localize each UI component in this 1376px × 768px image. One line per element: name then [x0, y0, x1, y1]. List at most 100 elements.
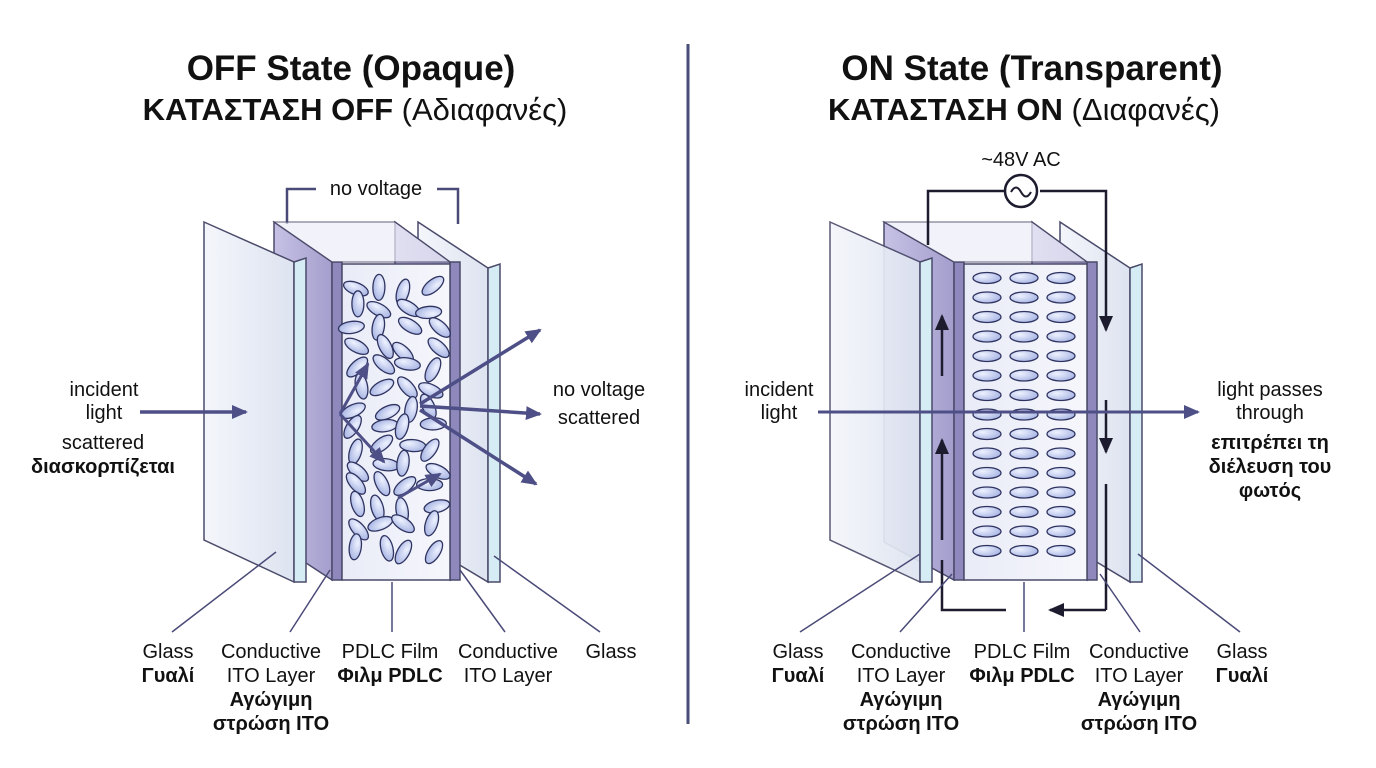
on-leader-ito-right — [1099, 573, 1141, 633]
off-label-glass-left-gr: Γυαλί — [142, 665, 195, 687]
off-exit-arrow-mid — [419, 404, 542, 421]
lc-droplet — [428, 317, 451, 338]
off-subtitle: ΚΑΤΑΣΤΑΣΗ OFF (Αδιαφανές) — [143, 92, 568, 127]
off-exit-arrow-up — [419, 328, 542, 406]
lc-droplet-aligned — [972, 330, 1002, 343]
lc-droplet-aligned — [1046, 505, 1076, 519]
lc-droplet — [393, 356, 421, 371]
ac-wave-icon — [1010, 186, 1032, 198]
on-right-gr2: διέλευση του — [1209, 456, 1332, 478]
on-state-panel: ON State (Transparent) ΚΑΤΑΣΤΑΣΗ ON (Δια… — [745, 49, 1332, 735]
off-label-ito-left-2: ITO Layer — [227, 665, 316, 687]
lc-droplet — [344, 337, 370, 356]
lc-droplet-aligned — [972, 291, 1002, 304]
on-label-ito-right-1: Conductive — [1089, 641, 1189, 663]
lc-droplet-aligned — [1046, 369, 1076, 382]
on-right-line2: through — [1236, 402, 1304, 424]
on-label-film-gr: Φιλμ PDLC — [969, 665, 1074, 687]
on-label-glass-right: Glass — [1216, 641, 1267, 663]
on-leader-ito-left — [899, 573, 953, 633]
lc-droplet-aligned — [972, 525, 1002, 538]
off-leader-glass-left — [171, 551, 277, 633]
off-label-ito-right-2: ITO Layer — [464, 665, 553, 687]
lc-droplet-aligned — [1009, 486, 1039, 499]
lc-droplet-aligned — [1009, 291, 1039, 304]
lc-droplet-aligned — [1009, 388, 1039, 402]
lc-droplet — [423, 510, 440, 537]
off-leader-ito-right — [459, 569, 506, 633]
on-label-glass-left: Glass — [772, 641, 823, 663]
lc-droplet-aligned — [972, 505, 1002, 519]
off-subtitle-bold: ΚΑΤΑΣΤΑΣΗ OFF — [143, 92, 393, 127]
off-ito-right-edge — [449, 261, 461, 581]
lc-droplet-aligned — [1046, 388, 1076, 402]
lc-droplet — [394, 539, 413, 565]
on-label-ito-right-2: ITO Layer — [1095, 665, 1184, 687]
lc-droplet-aligned — [1009, 447, 1039, 460]
lc-droplet-aligned — [1009, 310, 1039, 324]
lc-droplet-aligned — [1046, 466, 1076, 480]
lc-droplet-aligned — [972, 466, 1002, 480]
on-title: ON State (Transparent) — [841, 49, 1222, 88]
lc-droplet-aligned — [972, 369, 1002, 382]
off-state-panel: OFF State (Opaque) ΚΑΤΑΣΤΑΣΗ OFF (Αδιαφα… — [31, 49, 645, 735]
on-subtitle-bold: ΚΑΤΑΣΤΑΣΗ ON — [828, 92, 1063, 127]
lc-droplet — [423, 499, 451, 514]
lc-droplet-aligned — [1046, 447, 1076, 460]
off-leader-ito-left — [289, 569, 331, 633]
off-scattered-line1: scattered — [62, 432, 144, 454]
lc-droplet — [427, 337, 450, 359]
on-right-gr1: επιτρέπει τη — [1211, 432, 1329, 454]
lc-droplet — [396, 449, 410, 477]
on-label-film: PDLC Film — [974, 641, 1071, 663]
lc-droplet-aligned — [1046, 349, 1076, 363]
lc-droplet-aligned — [1009, 349, 1039, 363]
lc-droplet-aligned — [1009, 544, 1039, 558]
on-subtitle-rest: (Διαφανές) — [1063, 92, 1220, 127]
off-scatter-arrow-3 — [397, 472, 442, 500]
off-scatter-arrow-2 — [338, 412, 386, 464]
lc-droplet-aligned — [972, 544, 1002, 558]
lc-droplet-aligned — [972, 271, 1002, 285]
lc-droplet-aligned — [1009, 330, 1039, 343]
lc-droplet — [424, 357, 442, 383]
on-leader-glass-right — [1137, 553, 1241, 633]
lc-droplet — [396, 376, 418, 399]
lc-droplet — [348, 533, 363, 561]
on-circuit-wire-right — [1040, 189, 1113, 332]
lc-droplet-aligned — [1009, 369, 1039, 382]
lc-droplet — [366, 300, 392, 319]
on-current-bottom-left — [940, 560, 1006, 612]
on-incident-line2: light — [761, 402, 798, 424]
lc-droplet — [369, 378, 395, 397]
lc-droplet-aligned — [1009, 466, 1039, 480]
on-label-glass-left-gr: Γυαλί — [772, 665, 825, 687]
off-right-line2: scattered — [558, 407, 640, 429]
lc-droplet — [337, 320, 365, 335]
off-label-ito-left-gr1: Αγώγιμη — [230, 689, 313, 711]
on-label-ito-left-2: ITO Layer — [857, 665, 946, 687]
off-label-ito-left-gr2: στρώση ITO — [213, 713, 329, 735]
lc-droplet-aligned — [1009, 505, 1039, 519]
lc-droplet-aligned — [972, 486, 1002, 499]
lc-droplet-aligned — [972, 349, 1002, 363]
lc-droplet-aligned — [1046, 486, 1076, 499]
on-label-ito-right-gr1: Αγώγιμη — [1098, 689, 1181, 711]
off-glass-left-edge — [293, 256, 307, 583]
off-glass-left — [203, 220, 295, 584]
lc-droplet — [379, 534, 395, 562]
lc-droplet — [394, 413, 410, 440]
lc-droplet-aligned — [1046, 330, 1076, 343]
on-label-glass-right-gr: Γυαλί — [1216, 665, 1269, 687]
off-label-glass-right: Glass — [585, 641, 636, 663]
off-label-film: PDLC Film — [342, 641, 439, 663]
off-incident-line2: light — [86, 402, 123, 424]
off-label-ito-right-1: Conductive — [458, 641, 558, 663]
on-label-ito-left-gr2: στρώση ITO — [843, 713, 959, 735]
lc-droplet-aligned — [1046, 271, 1076, 285]
lc-droplet — [348, 518, 370, 541]
on-incident-line1: incident — [745, 379, 814, 401]
off-scatter-arrow-1 — [338, 362, 370, 415]
lc-droplet-aligned — [1046, 544, 1076, 558]
